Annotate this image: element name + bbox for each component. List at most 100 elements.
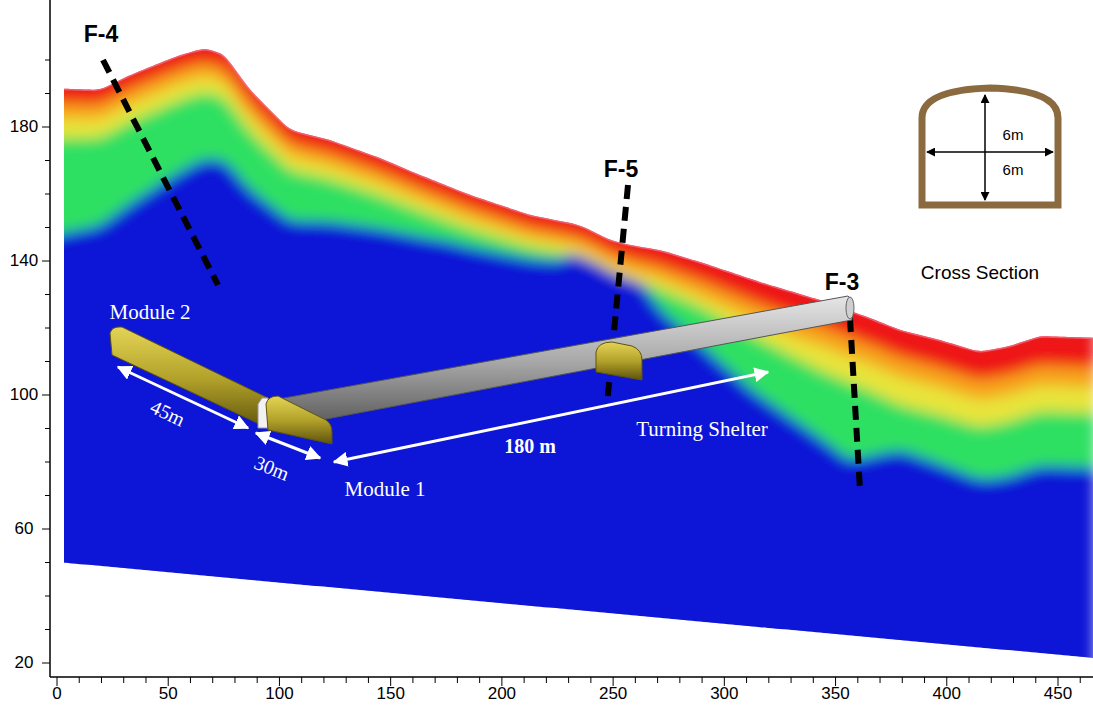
y-tick (42, 261, 50, 262)
part-name: Module 2 (109, 301, 190, 324)
height-arrow (984, 95, 986, 200)
y-axis (49, 0, 51, 677)
module-tunnel (266, 396, 332, 444)
y-tick (42, 395, 50, 396)
axes (42, 0, 1093, 686)
x-tick (679, 677, 680, 683)
resistivity-layer (40, 37, 1093, 678)
turning-shelter (596, 342, 642, 380)
axis-value: 250 (599, 685, 627, 704)
y-tick (45, 596, 50, 597)
y-tick (45, 562, 50, 563)
y-tick (42, 663, 50, 664)
axis-value: 400 (933, 685, 961, 704)
x-tick (234, 677, 235, 683)
axis-value: 20 (15, 654, 34, 673)
x-tick (902, 677, 903, 683)
axis-value: 300 (710, 685, 738, 704)
tunnels (110, 296, 854, 444)
fault-lines (103, 60, 860, 490)
dimension-arrow (334, 372, 768, 462)
x-tick (346, 677, 347, 683)
resistivity-section (40, 37, 1093, 678)
x-tick (257, 677, 258, 683)
x-tick (880, 677, 881, 683)
y-tick (45, 294, 50, 295)
y-tick (45, 93, 50, 94)
x-tick (969, 677, 970, 683)
x-tick (323, 677, 324, 683)
x-tick (1080, 677, 1081, 683)
axis-value: 100 (10, 386, 38, 405)
width-arrow (927, 151, 1053, 153)
axis-value: 140 (10, 252, 38, 271)
y-tick (45, 495, 50, 496)
x-tick (991, 677, 992, 683)
inset-caption: Cross Section (921, 263, 1039, 284)
y-tick (45, 462, 50, 463)
x-tick (924, 677, 925, 683)
x-tick (212, 677, 213, 683)
surface-edge (40, 49, 1093, 351)
y-tick (45, 60, 50, 61)
tunnel-portal (846, 297, 854, 319)
dimension: 180 m (504, 435, 556, 457)
y-tick (45, 328, 50, 329)
x-tick (635, 677, 636, 683)
part-name: Module 1 (344, 478, 425, 501)
x-tick (657, 677, 658, 683)
dimension: 6m (1003, 162, 1024, 179)
x-tick (1035, 677, 1036, 683)
fault-name: F-4 (84, 22, 119, 47)
x-tick (412, 677, 413, 683)
y-tick (45, 160, 50, 161)
x-tick (524, 677, 525, 683)
resistivity-layer (40, 37, 1093, 379)
x-tick (368, 677, 369, 683)
x-tick (190, 677, 191, 683)
x-tick (123, 677, 124, 683)
y-tick (45, 227, 50, 228)
x-tick (746, 677, 747, 683)
x-tick (435, 677, 436, 683)
y-tick (45, 629, 50, 630)
y-tick (45, 428, 50, 429)
x-tick (479, 677, 480, 683)
x-tick (590, 677, 591, 683)
cross-section-inset (922, 88, 1058, 205)
y-tick (45, 361, 50, 362)
x-tick (301, 677, 302, 683)
axis-value: 150 (376, 685, 404, 704)
x-tick (568, 677, 569, 683)
dimension-arrows (118, 367, 768, 462)
x-tick (457, 677, 458, 683)
axis-value: 60 (15, 520, 34, 539)
axis-value: 350 (821, 685, 849, 704)
x-tick (813, 677, 814, 683)
axis-value: 0 (52, 685, 61, 704)
axis-value: 450 (1044, 685, 1072, 704)
resistivity-layer (40, 37, 1093, 479)
x-tick (702, 677, 703, 683)
x-tick (79, 677, 80, 683)
x-tick (145, 677, 146, 683)
y-tick (42, 127, 50, 128)
x-tick (768, 677, 769, 683)
module-tunnel (110, 327, 272, 430)
axis-value: 100 (265, 685, 293, 704)
fault-name: F-5 (604, 157, 639, 182)
access-tunnel (262, 296, 852, 430)
part-name: Turning Shelter (636, 418, 768, 441)
axis-value: 50 (159, 685, 178, 704)
y-tick (42, 529, 50, 530)
tunnel-profile (922, 88, 1058, 205)
axis-value: 180 (10, 118, 38, 137)
fault-line (850, 318, 860, 490)
fault-line (103, 60, 218, 285)
x-tick (1013, 677, 1014, 683)
x-tick (791, 677, 792, 683)
x-tick (857, 677, 858, 683)
axis-value: 200 (488, 685, 516, 704)
